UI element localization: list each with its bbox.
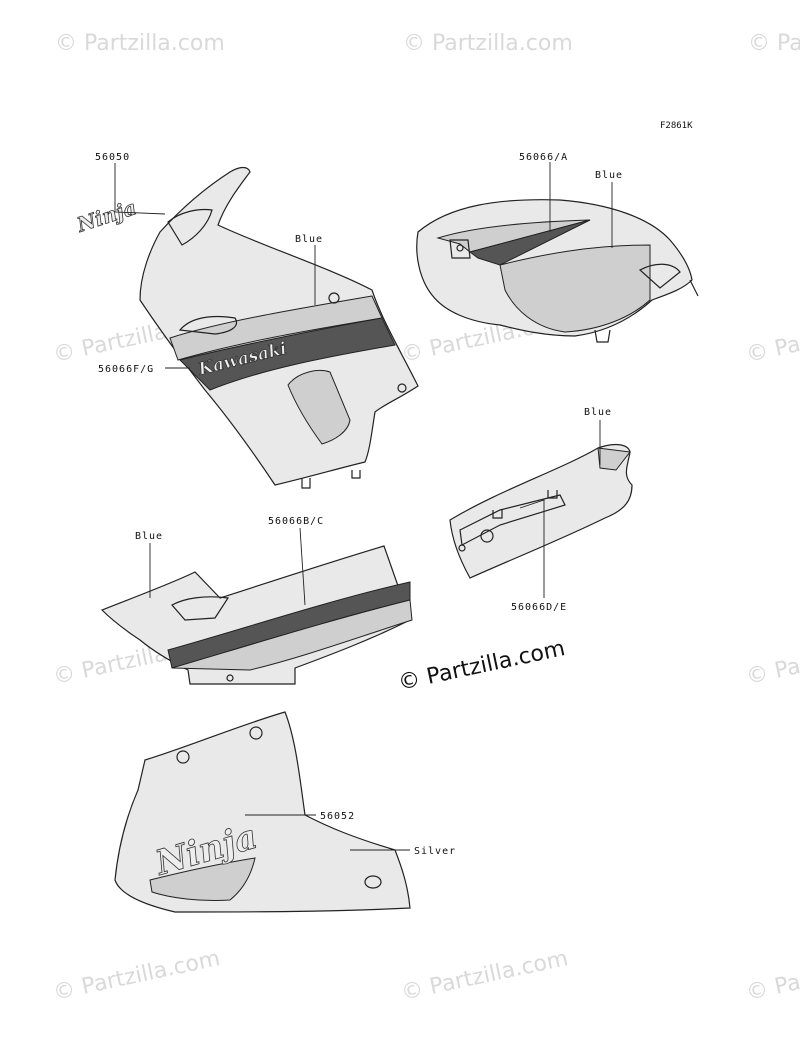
part-number-label: 56052 <box>320 811 355 822</box>
tail-cover <box>449 443 633 579</box>
watermark: © Partzilla.com <box>748 31 800 56</box>
color-label: Blue <box>595 170 623 181</box>
fuel-tank <box>416 199 699 343</box>
watermark: © Partzilla.com <box>399 946 570 1006</box>
watermark: © Partzilla.com <box>744 308 800 368</box>
watermark: © Partzilla.com <box>744 630 800 690</box>
color-label: Silver <box>414 846 456 857</box>
part-number-label: 56066F/G <box>98 364 154 375</box>
watermark: © Partzilla.com <box>55 31 225 56</box>
color-label: Blue <box>584 407 612 418</box>
part-number-label: 56066/A <box>519 152 568 163</box>
callout-labels: 56050 56066F/G Blue 56066/A Blue 56066B/… <box>95 152 623 857</box>
ninja-decal-small: Ninja <box>73 195 140 238</box>
watermark: © Partzilla.com <box>744 946 800 1006</box>
color-label: Blue <box>135 531 163 542</box>
leader-lines <box>114 162 613 851</box>
side-cover <box>100 545 413 685</box>
watermark: © Partzilla.com <box>51 946 222 1006</box>
lower-cowl: Ninja <box>114 711 411 913</box>
watermark: © Partzilla.com <box>403 31 573 56</box>
ninja-small-logo: Ninja <box>73 195 139 237</box>
part-number-label: 56066D/E <box>511 602 567 613</box>
diagram-code: F2861K <box>660 121 693 131</box>
part-number-label: 56066B/C <box>268 516 324 527</box>
upper-fairing: Kawasaki <box>139 166 419 489</box>
part-number-label: 56050 <box>95 152 130 163</box>
color-label: Blue <box>295 234 323 245</box>
center-watermark: © Partzilla.com <box>396 636 567 696</box>
